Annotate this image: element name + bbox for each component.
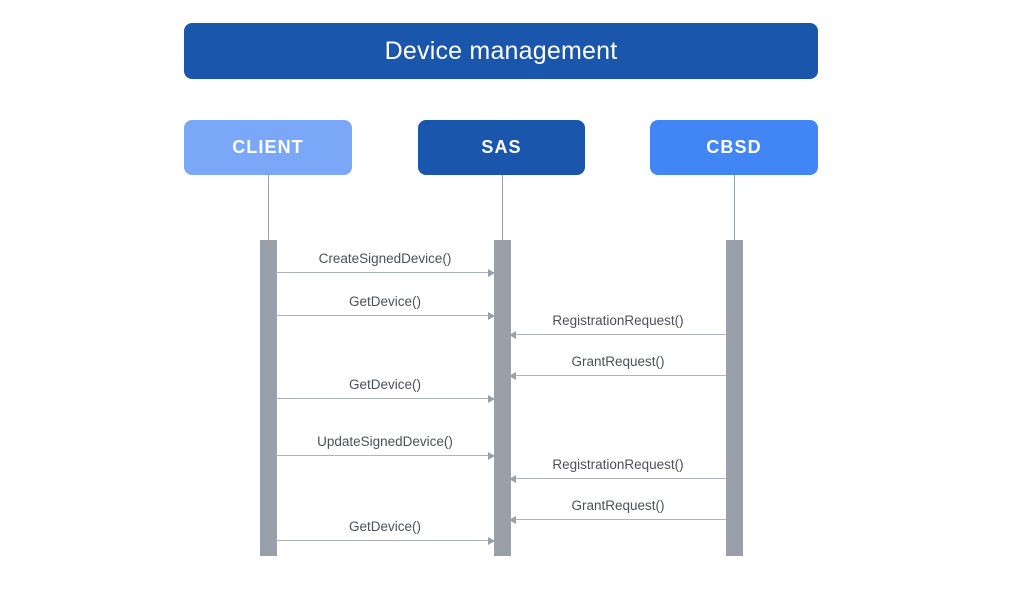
lifeline-client (268, 175, 269, 240)
activation-bar-client (260, 240, 277, 556)
diagram-title-banner: Device management (184, 23, 818, 79)
arrowhead-left-icon (509, 330, 516, 339)
message-line (276, 455, 494, 456)
activation-bar-cbsd (726, 240, 743, 556)
message-line (276, 315, 494, 316)
message-label: UpdateSignedDevice() (317, 434, 453, 449)
arrowhead-left-icon (509, 474, 516, 483)
message-label: GetDevice() (348, 519, 421, 534)
lifeline-cbsd (734, 175, 735, 240)
message-label: RegistrationRequest() (552, 457, 684, 472)
message-line (510, 478, 726, 479)
actor-label-cbsd: CBSD (706, 137, 762, 157)
activation-bar-sas (494, 240, 511, 556)
message-line (510, 334, 726, 335)
actor-box-client[interactable]: CLIENT (184, 120, 352, 175)
message-line (276, 272, 494, 273)
actor-box-cbsd[interactable]: CBSD (650, 120, 818, 175)
message-line (510, 519, 726, 520)
arrowhead-right-icon (488, 394, 495, 403)
message-line (510, 375, 726, 376)
arrowhead-right-icon (488, 536, 495, 545)
message-line (276, 398, 494, 399)
actor-label-sas: SAS (481, 137, 522, 157)
message-label: CreateSignedDevice() (318, 251, 452, 266)
message-label: GrantRequest() (571, 498, 665, 513)
actor-box-sas[interactable]: SAS (418, 120, 585, 175)
arrowhead-right-icon (488, 311, 495, 320)
message-label: RegistrationRequest() (552, 313, 684, 328)
arrowhead-left-icon (509, 515, 516, 524)
arrowhead-right-icon (488, 268, 495, 277)
arrowhead-right-icon (488, 451, 495, 460)
lifeline-sas (502, 175, 503, 240)
message-label: GetDevice() (348, 294, 421, 309)
message-label: GetDevice() (348, 377, 421, 392)
arrowhead-left-icon (509, 371, 516, 380)
message-label: GrantRequest() (571, 354, 665, 369)
actor-label-client: CLIENT (232, 137, 304, 157)
page-title: Device management (384, 36, 618, 65)
message-line (276, 540, 494, 541)
